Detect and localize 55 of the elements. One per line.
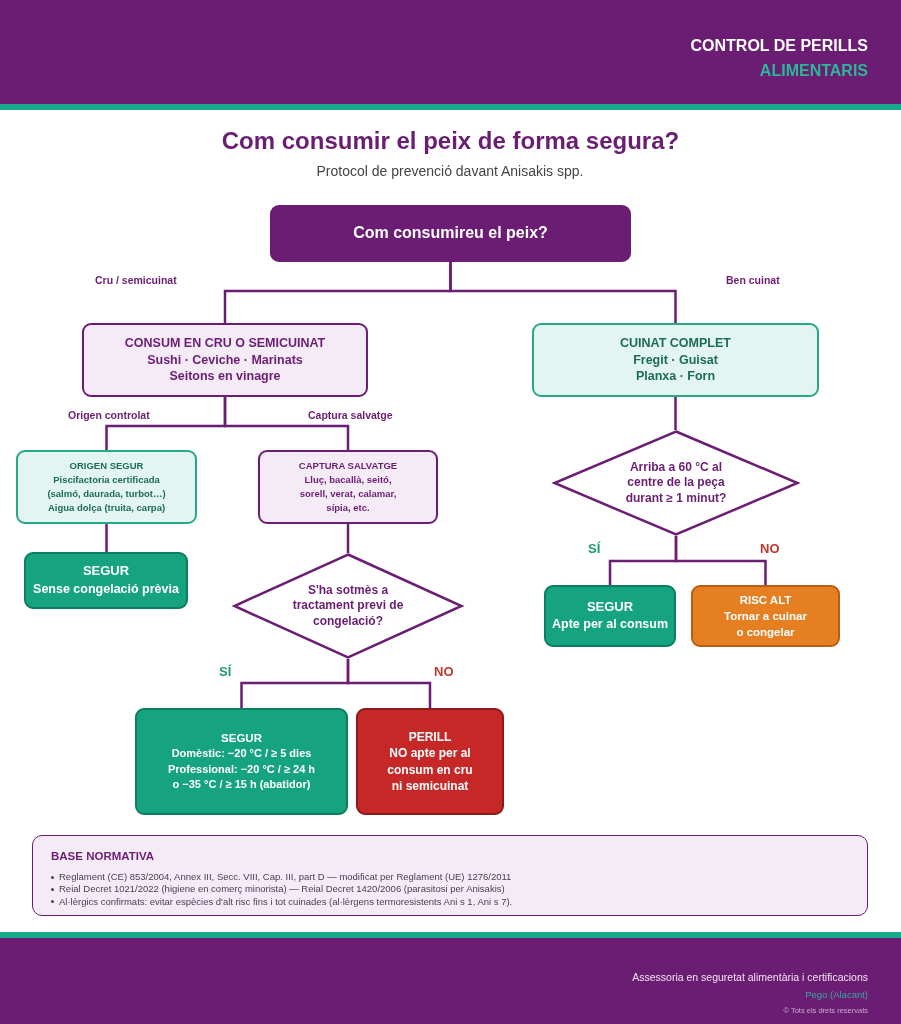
connector-line xyxy=(449,262,677,323)
outcome-box xyxy=(135,708,348,815)
start-box xyxy=(270,205,631,262)
edge-label: Captura salvatge xyxy=(308,409,393,422)
node-text: Lluç, bacallà, seitó, sorell, verat, calamar, sípia, etc. xyxy=(298,473,398,515)
question-text: Arriba a 60 °C al centre de la peça durant ≥ 1 minut? xyxy=(624,459,728,507)
node-heading: CONSUM EN CRU O SEMICUINAT xyxy=(124,335,326,352)
outcome-box xyxy=(691,585,840,647)
edge-label: Ben cuinat xyxy=(726,274,780,287)
footer-text: Assessoria en seguretat alimentària i certificacions xyxy=(632,971,868,984)
connector-line xyxy=(223,397,350,450)
diagram-title: Com consumir el peix de forma segura? xyxy=(220,127,681,155)
process-box xyxy=(258,450,438,524)
process-box xyxy=(82,323,368,397)
connector-line xyxy=(105,524,108,552)
subtitle: Protocol de prevenció davant Anisakis spp. xyxy=(316,163,584,180)
connector-line xyxy=(346,524,350,553)
node-heading: CAPTURA SALVATGE xyxy=(298,459,398,474)
panel-heading: BASE NORMATIVA xyxy=(51,849,155,864)
note-text: Reial Decret 1021/2022 (higiene en comerç minorista) — Reial Decret 1420/2006 (parasitosi per Anisakis) xyxy=(59,883,505,896)
edge-label: Origen controlat xyxy=(68,409,150,422)
node-text: Sushi · Ceviche · Marinats Seitons en vinagre xyxy=(146,351,304,385)
outcome-box xyxy=(356,708,504,815)
node-text: Piscifactoria certificada (salmó, daurada, turbot…) Aigua dolça (truita, carpa) xyxy=(46,473,167,515)
node-text: NO apte per al consum en cru ni semicuinat xyxy=(386,745,474,794)
outcome-box xyxy=(544,585,676,647)
connector-line xyxy=(674,397,677,430)
decision-diamond xyxy=(553,430,799,536)
notes-panel xyxy=(32,835,868,916)
node-text: Apte per al consum xyxy=(552,616,668,634)
node-text: Sense congelació prèvia xyxy=(33,580,179,598)
header-title: CONTROL DE PERILLS xyxy=(690,36,868,56)
node-heading: SEGUR xyxy=(586,597,634,616)
node-heading: CUINAT COMPLET xyxy=(620,335,731,352)
process-box xyxy=(532,323,819,397)
outcome-box xyxy=(24,552,188,609)
footer-location: Pego (Alacant) xyxy=(805,989,868,1001)
node-text: Domèstic: −20 °C / ≥ 5 dies Professional: −20 °C / ≥ 24 h o −35 °C / ≥ 15 h (abatidor) xyxy=(166,746,317,793)
node-heading: PERILL xyxy=(408,729,452,746)
node-heading: SEGUR xyxy=(221,730,262,746)
node-heading: ORIGEN SEGUR xyxy=(69,459,144,474)
header-subtitle: ALIMENTARIS xyxy=(759,61,868,81)
node-text: Tornar a cuinar o congelar xyxy=(723,608,808,641)
decision-diamond xyxy=(233,553,463,659)
edge-label: Cru / semicuinat xyxy=(95,274,177,287)
node-heading: SEGUR xyxy=(82,562,130,581)
note-text: Reglament (CE) 853/2004, Annex III, Secc. VIII, Cap. III, part D — modificat per Reglament (UE) 1276/2011 xyxy=(59,870,512,884)
node-text: Fregit · Guisat Planxa · Forn xyxy=(632,351,719,385)
note-text: Al·lèrgics confirmats: evitar espècies d'alt risc fins i tot cuinades (al·lèrgens termoresistents Ani s 1, Ani s 7). xyxy=(59,895,513,908)
process-box xyxy=(16,450,197,524)
connector-line xyxy=(346,659,432,708)
node-title: Com consumireu el peix? xyxy=(353,223,548,244)
node-heading: RISC ALT xyxy=(739,592,792,608)
connector-line xyxy=(674,536,767,585)
question-text: S'ha sotmès a tractament previ de congelació? xyxy=(291,582,405,630)
